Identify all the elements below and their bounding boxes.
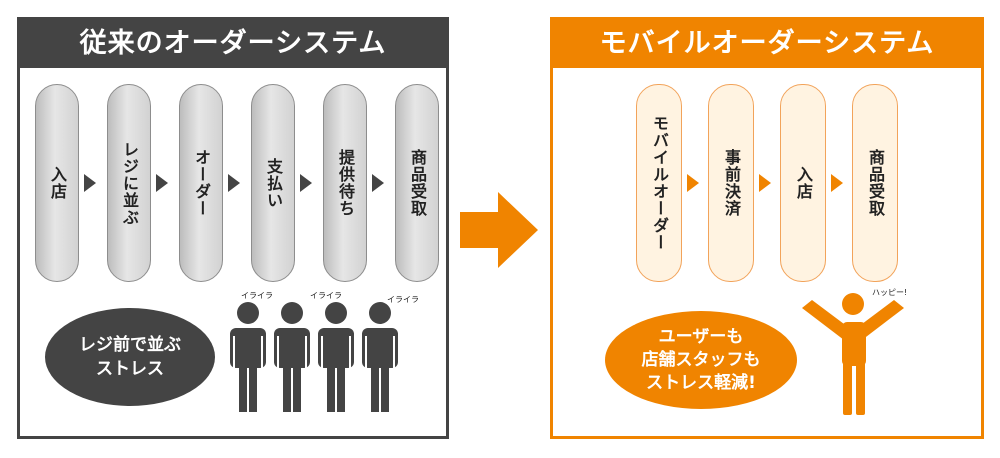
- legacy-step-2: レジに並ぶ: [107, 84, 151, 282]
- bubble-line: 店舗スタッフも: [641, 349, 761, 370]
- legacy-step-label: レジに並ぶ: [120, 140, 139, 226]
- legacy-step-5: 提供待ち: [323, 84, 367, 282]
- mobile-step-label: 商品受取: [866, 149, 885, 217]
- waiting-people-icon: [229, 301, 399, 413]
- flow-arrow-icon: [372, 174, 384, 192]
- legacy-step-1: 入店: [35, 84, 79, 282]
- legacy-step-4: 支払い: [251, 84, 295, 282]
- mobile-step-3: 入店: [780, 84, 826, 282]
- mobile-step-4: 商品受取: [852, 84, 898, 282]
- legacy-step-3: オーダー: [179, 84, 223, 282]
- flow-arrow-icon: [300, 174, 312, 192]
- happy-person-icon: [802, 293, 904, 415]
- irritated-annotation: イライラ: [310, 291, 342, 300]
- happy-annotation: ハッピー!: [872, 288, 908, 297]
- mobile-step-2: 事前決済: [708, 84, 754, 282]
- legacy-step-label: 提供待ち: [336, 149, 355, 217]
- bubble-line: ストレス軽減!: [646, 372, 756, 393]
- irritated-annotation: イライラ: [387, 295, 419, 304]
- mobile-step-label: 事前決済: [722, 149, 741, 217]
- legacy-step-label: オーダー: [192, 149, 211, 217]
- flow-arrow-icon: [156, 174, 168, 192]
- legacy-stress-bubble: レジ前で並ぶ ストレス: [45, 308, 215, 406]
- bubble-line: ユーザーも: [658, 326, 744, 347]
- bubble-line: レジ前で並ぶ: [79, 335, 181, 355]
- stress-relief-bubble: ユーザーも 店舗スタッフも ストレス軽減!: [605, 311, 797, 409]
- legacy-panel-title: 従来のオーダーシステム: [20, 20, 446, 68]
- flow-arrow-icon: [759, 174, 771, 192]
- mobile-step-1: モバイルオーダー: [636, 84, 682, 282]
- legacy-step-6: 商品受取: [395, 84, 439, 282]
- legacy-step-label: 商品受取: [408, 149, 427, 217]
- flow-arrow-icon: [228, 174, 240, 192]
- flow-arrow-icon: [831, 174, 843, 192]
- arrow-right-icon: [460, 192, 538, 268]
- flow-arrow-icon: [687, 174, 699, 192]
- flow-arrow-icon: [84, 174, 96, 192]
- mobile-step-label: モバイルオーダー: [650, 115, 669, 251]
- bubble-line: ストレス: [96, 359, 164, 379]
- mobile-step-label: 入店: [794, 166, 813, 200]
- legacy-step-label: 支払い: [264, 157, 283, 209]
- irritated-annotation: イライラ: [241, 291, 273, 300]
- legacy-step-label: 入店: [48, 166, 67, 200]
- mobile-panel-title: モバイルオーダーシステム: [553, 20, 981, 68]
